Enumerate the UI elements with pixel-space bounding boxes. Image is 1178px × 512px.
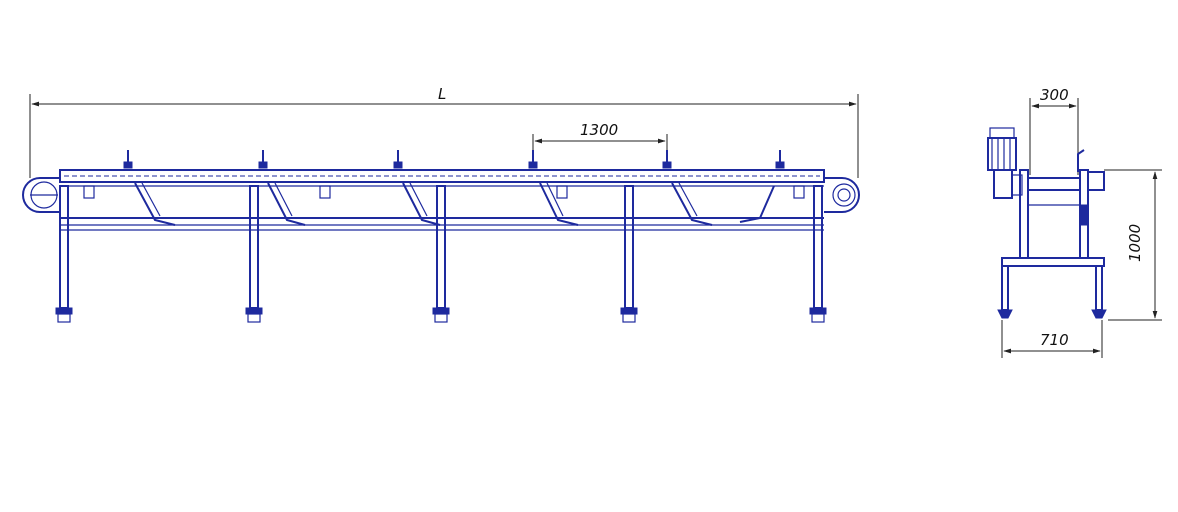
dimension-spacing-label: 1300 [580, 121, 618, 139]
dimension-length-label: L [438, 85, 446, 103]
dimension-support-spacing: 1300 [532, 121, 668, 160]
end-stand [997, 257, 1107, 319]
support-legs [55, 185, 827, 323]
return-guides [134, 182, 775, 226]
bearing-brackets [83, 185, 805, 199]
belt-tension-pins [123, 150, 785, 169]
tail-drum-right [824, 177, 860, 213]
side-view: L 1300 [22, 85, 860, 323]
end-view: 300 [987, 86, 1162, 358]
dimension-frame-width: 710 [1001, 320, 1103, 358]
dimension-height-label: 1000 [1126, 224, 1144, 262]
drive-drum-left [22, 177, 60, 213]
dimension-length: L [29, 85, 859, 178]
gear-motor [987, 127, 1023, 199]
end-frame [1019, 149, 1105, 259]
dimension-frame-width-label: 710 [1040, 331, 1069, 349]
dimension-height: 1000 [1104, 169, 1162, 321]
conveyor-frame [59, 169, 825, 231]
dimension-belt-width: 300 [1029, 86, 1079, 175]
dimension-belt-width-label: 300 [1040, 86, 1069, 104]
